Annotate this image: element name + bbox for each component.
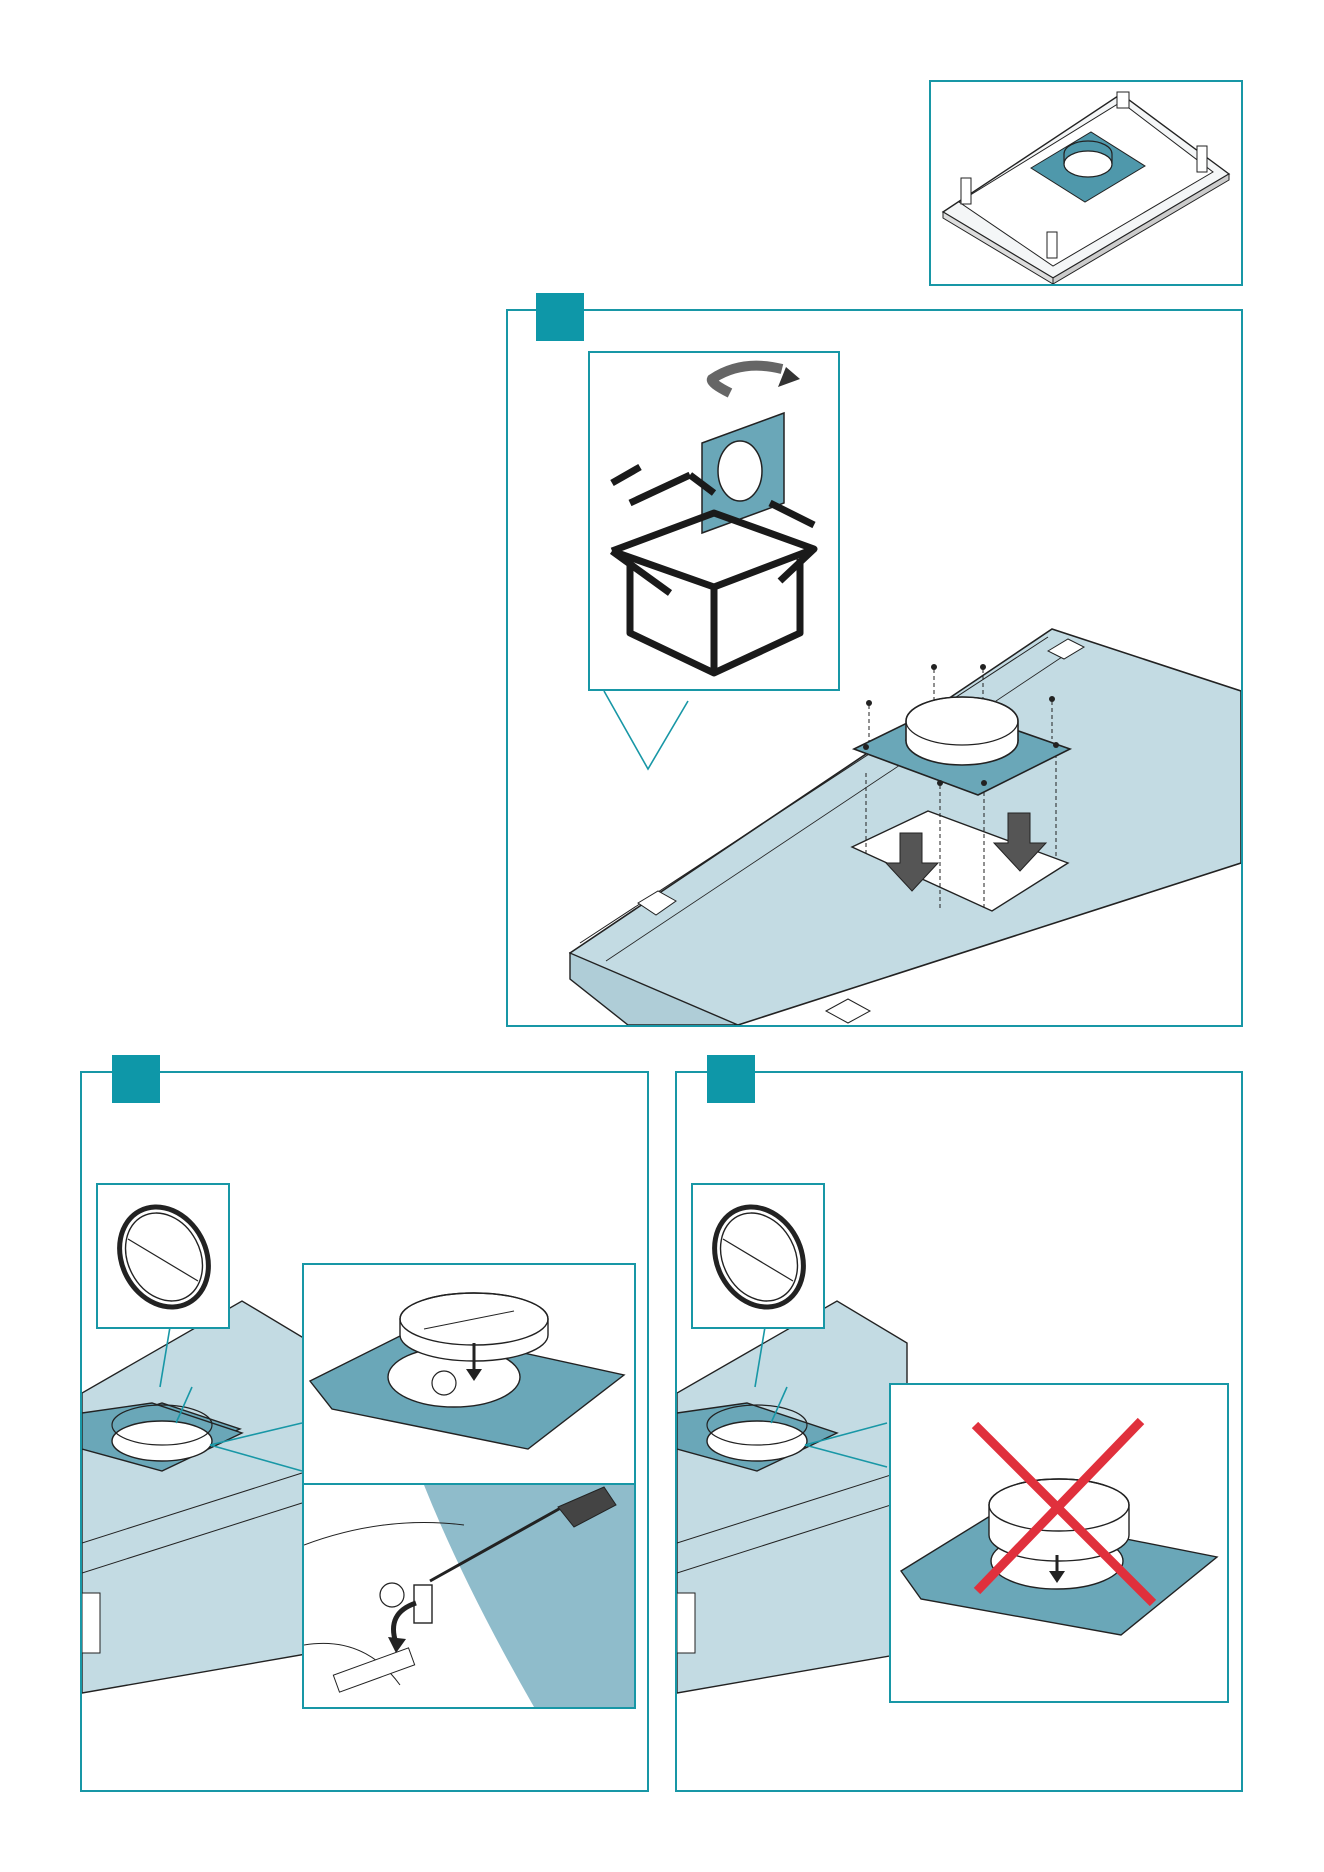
- step-3-figure: [675, 1071, 1243, 1792]
- step-1-badge: [536, 293, 584, 341]
- step-1-figure: [506, 309, 1243, 1027]
- incorrect-inset: [889, 1383, 1229, 1703]
- step-2-badge: [112, 1055, 160, 1103]
- screwdriver-inset: [302, 1483, 636, 1709]
- overview-figure: [929, 80, 1243, 286]
- step-3-badge: [707, 1055, 755, 1103]
- diameter-inset-right: [691, 1183, 825, 1329]
- hood-overview-icon: [931, 82, 1241, 284]
- diameter-inset-left: [96, 1183, 230, 1329]
- valve-removal-icon: [304, 1265, 634, 1483]
- ring-diameter-icon-2: [693, 1185, 823, 1327]
- open-box-icon: [590, 353, 838, 689]
- step-2-figure: [80, 1071, 649, 1792]
- box-inset: [588, 351, 840, 691]
- incorrect-valve-icon: [891, 1385, 1227, 1701]
- footer-code: [884, 1858, 890, 1868]
- screwdriver-lever-icon: [304, 1485, 634, 1707]
- valve-inset: [302, 1263, 636, 1485]
- ring-diameter-icon: [98, 1185, 228, 1327]
